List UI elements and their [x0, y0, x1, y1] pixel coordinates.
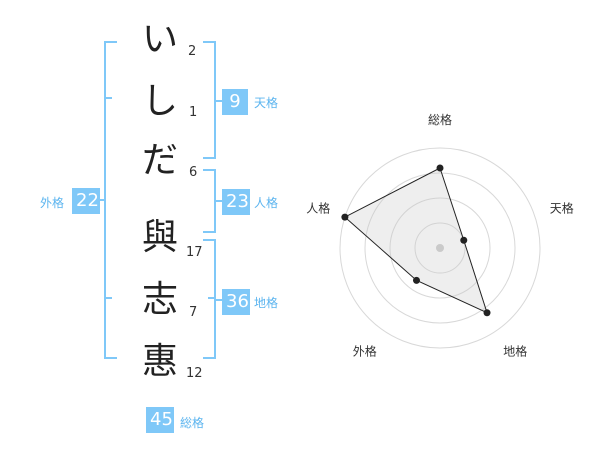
jinkaku-badge: 23	[222, 189, 250, 215]
radar-point-4	[412, 276, 420, 284]
soukaku-label: 総格	[180, 416, 205, 430]
radar-polygon	[344, 167, 488, 314]
radar-ring	[414, 222, 466, 274]
radar-point-1	[436, 164, 444, 172]
stroke-count-6: 12	[186, 366, 203, 381]
radar-ring	[364, 172, 516, 324]
stroke-count-5: 7	[189, 305, 198, 320]
gaikaku-label: 外格	[40, 196, 65, 210]
stroke-count-3: 6	[189, 165, 198, 180]
name-char-3: だ	[142, 140, 179, 181]
name-char-2: し	[142, 81, 179, 122]
stroke-count-4: 17	[186, 245, 203, 260]
radar-center	[436, 244, 444, 252]
chikaku-label: 地格	[254, 296, 279, 310]
name-char-4: 與	[142, 217, 179, 258]
stroke-count-1: 2	[188, 44, 197, 59]
name-char-6: 惠	[142, 341, 179, 382]
radar-point-5	[341, 213, 349, 221]
chikaku-badge: 36	[222, 289, 250, 315]
tenkaku-badge: 9	[222, 89, 248, 115]
stroke-count-2: 1	[189, 105, 198, 120]
radar-ring	[389, 197, 491, 299]
tenkaku-label: 天格	[254, 96, 279, 110]
radar-point-2	[460, 236, 468, 244]
radar-axis-label-2: 天格	[550, 200, 574, 215]
radar-axis-label-4: 外格	[353, 344, 377, 359]
gaikaku-badge: 22	[72, 188, 100, 214]
name-char-5: 志	[142, 279, 179, 320]
jinkaku-label: 人格	[254, 196, 279, 210]
radar-axis-label-1: 総格	[428, 112, 452, 127]
radar-axis-label-5: 人格	[306, 200, 330, 215]
radar-ring	[339, 147, 541, 349]
soukaku-badge: 45	[146, 407, 174, 433]
radar-axis-label-3: 地格	[503, 344, 527, 359]
radar-point-3	[483, 309, 491, 317]
name-char-1: い	[142, 19, 179, 60]
